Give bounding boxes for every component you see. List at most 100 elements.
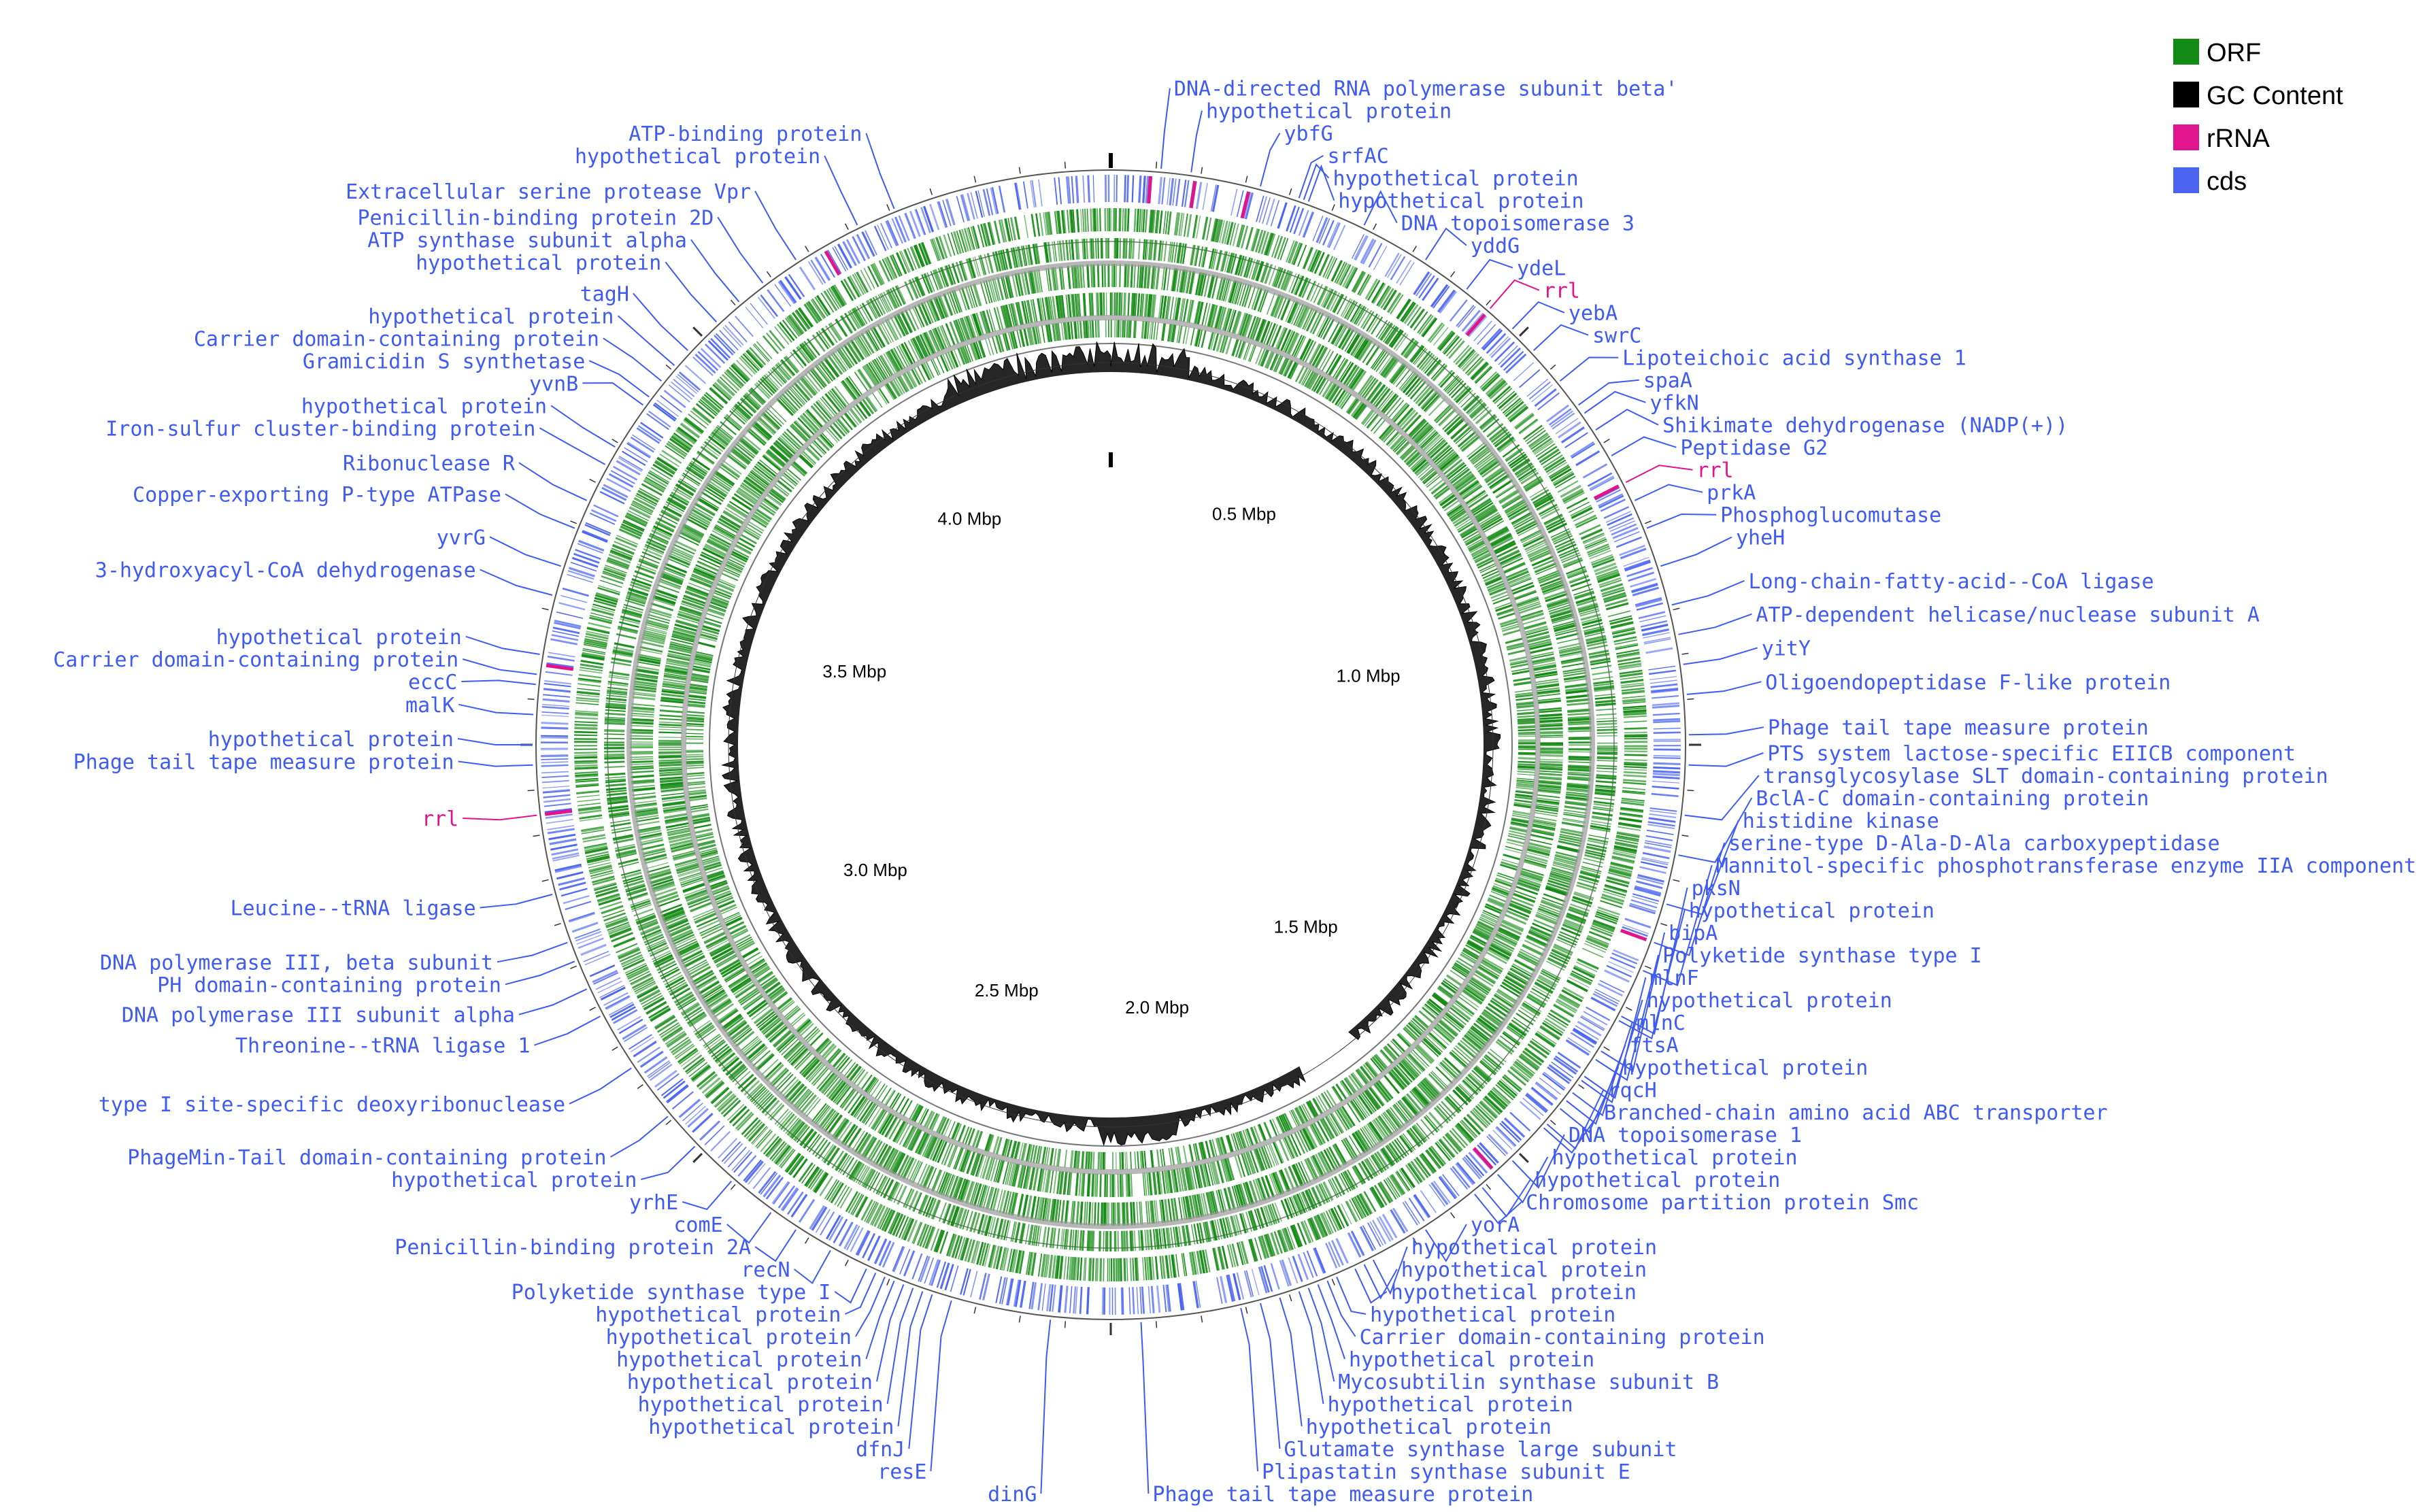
- orf-track-2-feature: [1148, 239, 1152, 261]
- orf-track-3-feature: [1090, 264, 1093, 288]
- cds-track-outer-feature: [630, 436, 654, 453]
- orf-track-2-feature: [1379, 322, 1393, 341]
- cds-track-outer-feature: [541, 735, 569, 737]
- cds-track-outer-feature: [550, 638, 578, 645]
- orf-track-2-feature: [1169, 241, 1173, 263]
- orf-track-2-feature: [1547, 522, 1567, 534]
- orf-track-1-feature: [954, 1236, 963, 1259]
- orf-track-1-feature: [1385, 1178, 1399, 1198]
- cds-track-outer-feature: [603, 992, 629, 1006]
- orf-track-1-feature: [575, 783, 599, 786]
- cds-track-outer-feature: [1649, 679, 1677, 684]
- orf-track-4-feature: [1127, 292, 1130, 316]
- orf-track-1-feature: [1221, 220, 1228, 244]
- orf-track-1-feature: [1136, 208, 1139, 233]
- cds-track-outer-feature: [922, 205, 935, 233]
- cds-track-outer-feature: [1015, 1279, 1022, 1307]
- cds-track-outer-feature: [1547, 1066, 1571, 1084]
- orf-track-2-feature: [1502, 444, 1520, 458]
- orf-track-1-feature: [1546, 1015, 1567, 1028]
- orf-track-1-feature: [1364, 278, 1379, 300]
- cds-track-outer-feature: [1535, 1081, 1558, 1101]
- orf-track-1-feature: [1040, 1254, 1045, 1277]
- cds-track-outer-feature: [541, 722, 569, 725]
- orf-track-1-feature: [1622, 699, 1646, 703]
- orf-track-1-feature: [888, 1211, 899, 1234]
- orf-track-1-feature: [1539, 448, 1560, 463]
- orf-track-1-feature: [1123, 1258, 1126, 1281]
- orf-track-1-feature: [1068, 1256, 1073, 1280]
- orf-track-1-feature: [1263, 232, 1273, 255]
- cds-track-outer-feature: [606, 477, 631, 492]
- orf-track-1-feature: [867, 1202, 880, 1224]
- cds-track-outer-feature: [1548, 408, 1572, 426]
- orf-track-1-feature: [1561, 989, 1583, 1003]
- cds-track-outer-feature: [582, 530, 608, 542]
- orf-track-1-feature: [987, 222, 994, 246]
- cds-track-outer-feature: [1132, 1287, 1135, 1315]
- orf-track-1-feature: [727, 1104, 745, 1121]
- cds-track-outer-feature: [961, 194, 971, 221]
- cds-track-outer-feature: [1298, 209, 1309, 236]
- cds-track-outer-feature: [590, 509, 617, 522]
- orf-track-3-feature: [910, 1161, 922, 1183]
- cds-track-outer-feature: [1634, 887, 1661, 897]
- orf-track-1-feature: [594, 884, 617, 891]
- orf-track-2-feature: [1578, 605, 1599, 614]
- cds-track-outer-feature: [1404, 1200, 1420, 1224]
- orf-track-1-feature: [967, 1239, 975, 1262]
- orf-track-1-feature: [575, 713, 599, 717]
- orf-track-2-feature: [1284, 271, 1294, 291]
- orf-track-3-feature: [1079, 265, 1083, 288]
- orf-track-3-feature: [1558, 840, 1581, 847]
- orf-track-2-feature: [1086, 238, 1089, 259]
- orf-track-4-feature: [1539, 758, 1563, 761]
- orf-track-2-feature: [1439, 371, 1456, 388]
- orf-track-4-feature: [1536, 684, 1560, 689]
- cds-track-outer-feature: [728, 321, 748, 343]
- cds-track-outer-feature: [618, 457, 642, 472]
- cds-track-outer-feature: [707, 340, 729, 361]
- cds-track-outer-feature: [1126, 175, 1129, 203]
- orf-track-1-feature: [1491, 1088, 1510, 1105]
- orf-track-1-feature: [1142, 1257, 1145, 1281]
- orf-track-1-feature: [1522, 1050, 1543, 1066]
- orf-track-1-feature: [1570, 505, 1592, 516]
- orf-track-2-feature: [1342, 299, 1353, 318]
- orf-track-1-feature: [584, 637, 608, 645]
- cds-track-outer-feature: [815, 256, 831, 281]
- orf-track-3-feature: [630, 756, 654, 758]
- orf-track-1-feature: [1526, 429, 1546, 445]
- cds-track-outer-feature: [903, 1250, 916, 1277]
- orf-track-2-feature: [1556, 541, 1576, 551]
- orf-track-2-feature: [1153, 239, 1158, 261]
- orf-track-1-feature: [1437, 330, 1454, 350]
- orf-track-3-feature: [1067, 265, 1071, 289]
- orf-track-2-feature: [1163, 241, 1167, 262]
- orf-track-1-feature: [1025, 1251, 1031, 1275]
- orf-track-2-feature: [1453, 385, 1469, 401]
- orf-track-1-feature: [1345, 267, 1358, 289]
- cds-track-outer-feature: [1399, 262, 1415, 286]
- orf-track-1-feature: [816, 295, 831, 316]
- orf-track-1-feature: [1060, 210, 1066, 234]
- cds-track-outer-feature: [1306, 1250, 1318, 1277]
- orf-track-1-feature: [952, 231, 962, 254]
- orf-track-2-feature: [1467, 400, 1484, 415]
- cds-track-outer-feature: [899, 1249, 911, 1275]
- cds-track-outer-feature: [1251, 1269, 1260, 1296]
- cds-track-outer-feature: [856, 234, 870, 260]
- orf-track-2-feature: [1584, 628, 1605, 636]
- orf-track-1-feature: [1031, 214, 1037, 237]
- orf-track-3-feature: [1567, 702, 1590, 706]
- orf-track-2-feature: [1380, 323, 1394, 341]
- cds-track-outer-feature: [541, 705, 569, 710]
- cds-track-outer-feature: [1645, 647, 1673, 654]
- orf-track-1-feature: [961, 1238, 969, 1261]
- orf-track-1-feature: [1509, 1066, 1529, 1083]
- orf-track-1-feature: [1070, 209, 1074, 233]
- cds-track-outer-feature: [616, 460, 641, 475]
- orf-track-2-feature: [1368, 315, 1380, 333]
- orf-track-1-feature: [850, 1194, 863, 1215]
- orf-track-1-feature: [963, 228, 972, 251]
